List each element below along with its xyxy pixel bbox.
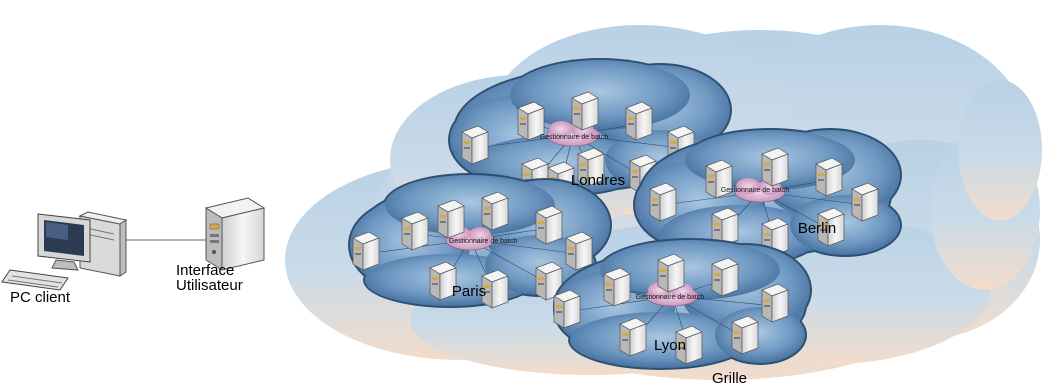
cluster-cloud-berlin xyxy=(633,128,902,267)
server-icon xyxy=(649,182,677,222)
server-icon xyxy=(481,191,509,231)
cluster-name-label: Londres xyxy=(571,172,625,189)
server-icon xyxy=(401,211,429,251)
server-icon xyxy=(817,207,845,247)
cluster-clouds xyxy=(348,58,902,370)
server-icon xyxy=(851,182,879,222)
interface-label-line1: Interface xyxy=(176,262,234,279)
server-icon xyxy=(461,125,489,165)
cluster-labels: Gestionnaire de batchLondresGestionnaire… xyxy=(449,134,836,354)
server-icon xyxy=(429,261,457,301)
batch-manager-label: Gestionnaire de batch xyxy=(540,134,609,141)
server-icon xyxy=(437,199,465,239)
server-icon xyxy=(761,283,789,323)
cluster-cloud-paris xyxy=(348,173,612,309)
server-icon xyxy=(571,91,599,131)
batch-manager-label: Gestionnaire de batch xyxy=(636,294,705,301)
server-icon xyxy=(481,269,509,309)
server-icon xyxy=(705,159,733,199)
server-icon xyxy=(352,231,380,271)
grid-cloud-blob xyxy=(958,80,1042,220)
cluster-name-label: Berlin xyxy=(798,220,836,237)
batch-manager-label: Gestionnaire de batch xyxy=(721,187,790,194)
cluster-cloud-blob xyxy=(715,307,805,363)
batch-manager-label: Gestionnaire de batch xyxy=(449,238,518,245)
server-icon xyxy=(731,315,759,355)
server-icon xyxy=(517,101,545,141)
cluster-name-label: Lyon xyxy=(654,337,686,354)
cluster-cloud-lyon xyxy=(553,238,812,370)
server-icon xyxy=(815,157,843,197)
server-icon xyxy=(761,147,789,187)
cluster-cloud-blob xyxy=(570,312,750,368)
interface-label-line2: Utilisateur xyxy=(176,277,243,294)
server-icon xyxy=(603,267,631,307)
grid-label: Grille xyxy=(712,370,747,387)
desktop-pc-icon xyxy=(1,211,128,291)
cloud-icon xyxy=(445,226,495,251)
server-icon xyxy=(657,253,685,293)
server-icon xyxy=(565,231,593,271)
server-icon xyxy=(711,257,739,297)
server-icon xyxy=(535,205,563,245)
server-icon xyxy=(675,325,703,365)
server-icon xyxy=(577,147,605,187)
cluster-name-label: Paris xyxy=(452,283,486,300)
server-icon xyxy=(553,289,581,329)
tower-server-icon xyxy=(204,197,266,271)
server-icon xyxy=(625,101,653,141)
pc-client-label: PC client xyxy=(10,289,71,306)
server-icon xyxy=(619,317,647,357)
server-icon xyxy=(711,207,739,247)
